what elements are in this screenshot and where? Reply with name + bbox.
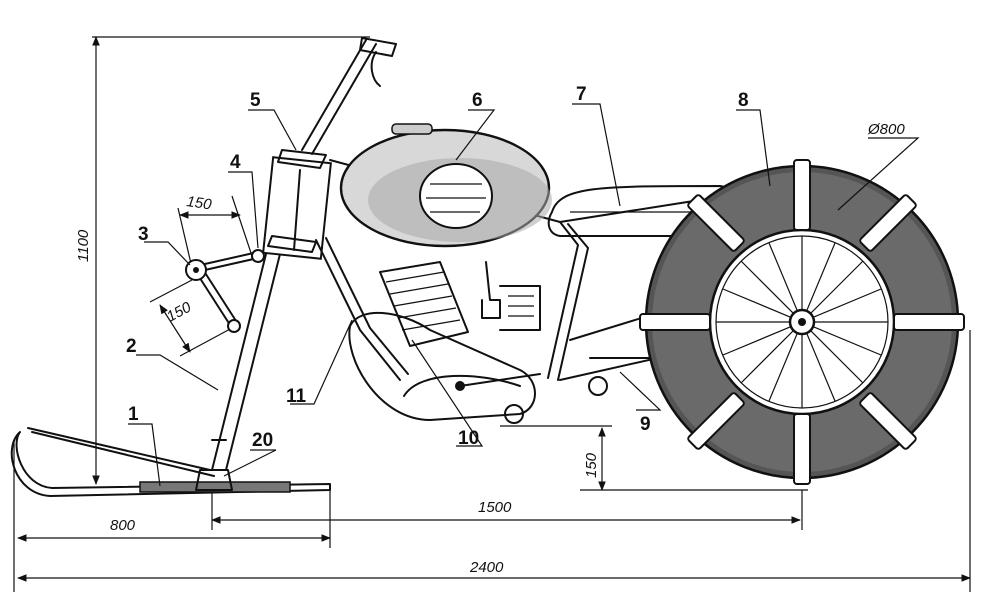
label-part-11: 11 — [286, 386, 307, 407]
label-part-7: 7 — [576, 84, 587, 105]
label-part-3: 3 — [138, 224, 149, 245]
dimension-labels: 2400 800 1500 1100 150 150 150 Ø800 — [75, 121, 905, 576]
dim-lever-lower: 150 — [164, 298, 195, 325]
dim-ski-length: 800 — [110, 517, 136, 534]
label-part-5: 5 — [250, 90, 261, 111]
label-part-1: 1 — [128, 404, 139, 425]
engine — [348, 261, 541, 421]
label-part-4: 4 — [230, 152, 241, 173]
steering-linkage — [185, 249, 265, 333]
label-part-10: 10 — [458, 428, 479, 449]
dim-ground-clearance: 150 — [583, 452, 600, 478]
ski — [10, 427, 331, 497]
part-labels: 1 2 3 4 5 6 7 8 9 10 11 20 — [126, 84, 749, 451]
dim-overall-length: 2400 — [469, 559, 504, 576]
front-fork — [211, 37, 397, 471]
label-part-6: 6 — [472, 90, 483, 111]
dim-ski-to-wheel: 1500 — [478, 499, 512, 516]
leader-lines — [128, 103, 920, 487]
dim-wheel-diameter: Ø800 — [867, 121, 905, 138]
label-part-8: 8 — [738, 90, 749, 111]
fuel-tank — [339, 123, 552, 248]
label-part-9: 9 — [640, 414, 651, 435]
dim-height: 1100 — [75, 229, 92, 262]
label-part-20: 20 — [252, 430, 273, 451]
dimension-lines — [13, 36, 971, 592]
label-part-2: 2 — [126, 336, 137, 357]
rear-wheel — [639, 159, 965, 485]
dim-lever-upper: 150 — [185, 193, 213, 213]
